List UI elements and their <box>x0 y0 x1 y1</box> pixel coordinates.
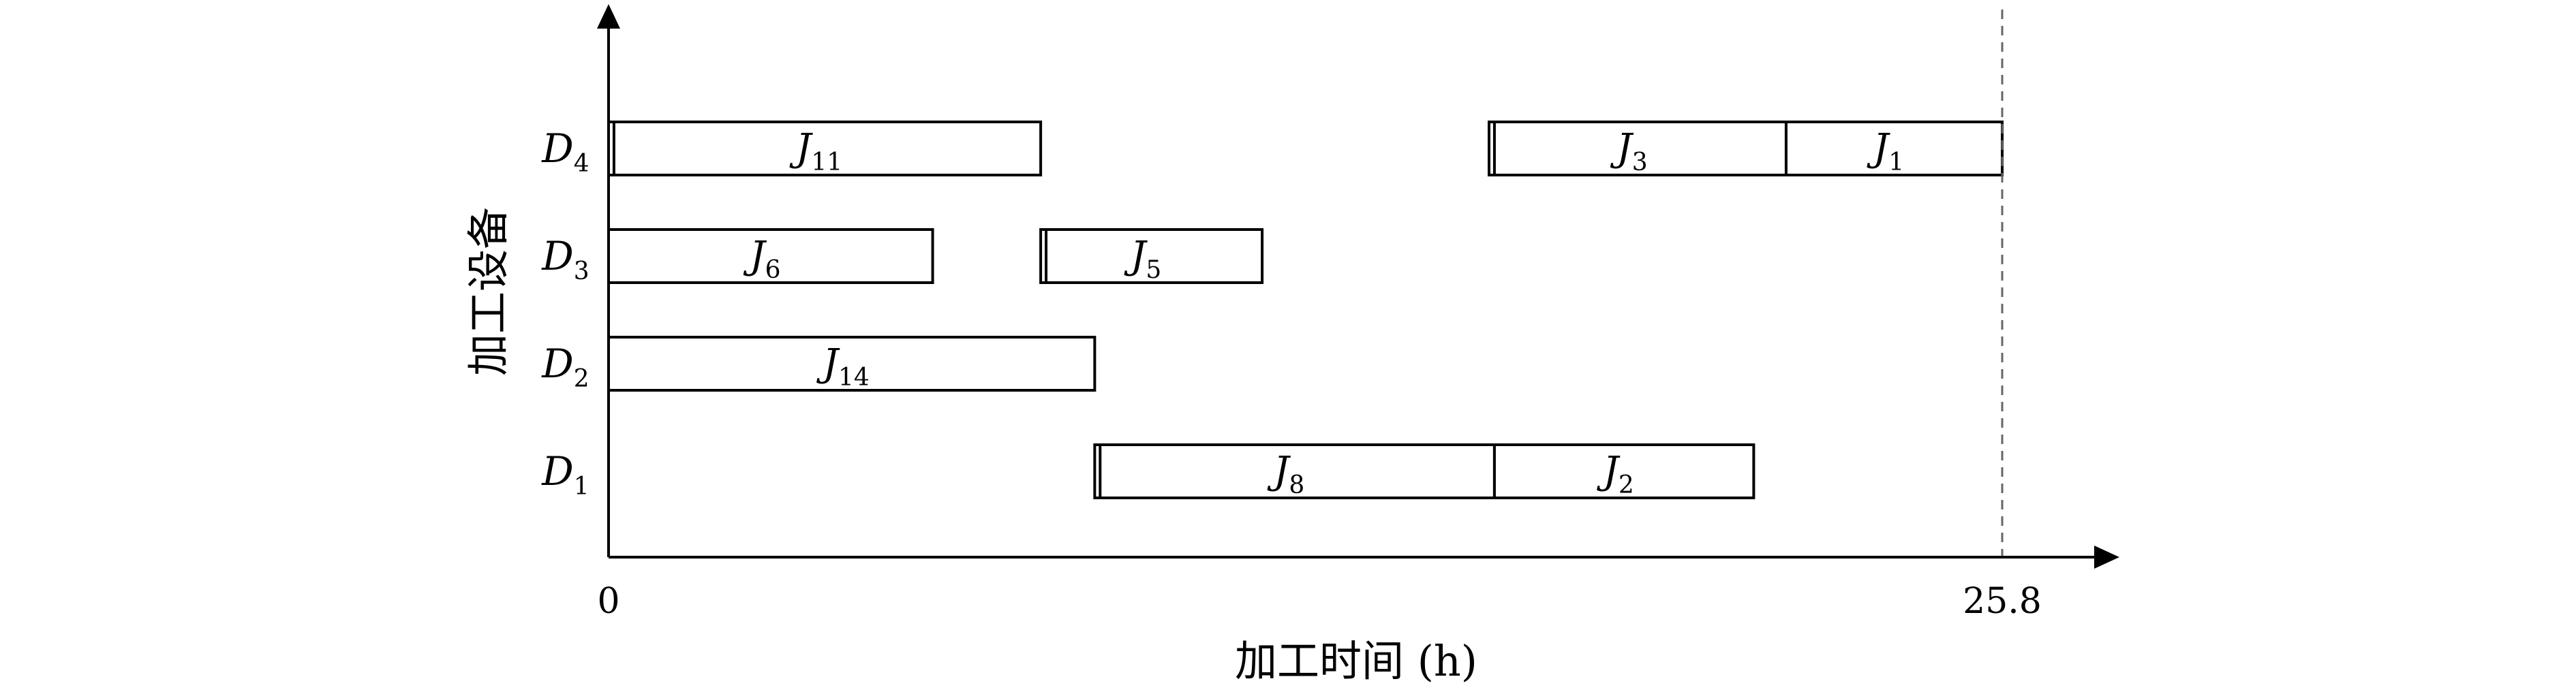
job-label-j5-subscript: 5 <box>1146 256 1161 284</box>
job-bar-j1 <box>1784 121 2004 176</box>
machine-label-d1-subscript: 1 <box>574 473 589 501</box>
bars-layer <box>607 121 2004 499</box>
machine-label-d4: D4 <box>541 125 589 178</box>
machine-label-d3-base: D <box>541 233 574 279</box>
job-bar-j3 <box>1487 121 1788 176</box>
x-axis-title: 加工时间 (h) <box>1235 636 1477 686</box>
job-label-j6-subscript: 6 <box>765 256 781 284</box>
machine-label-d2-subscript: 2 <box>574 365 589 393</box>
machine-label-d2: D2 <box>541 341 589 393</box>
job-label-j8-subscript: 8 <box>1289 471 1304 499</box>
x-axis-arrow <box>2094 546 2119 569</box>
job-label-j11-subscript: 11 <box>811 148 842 176</box>
machine-label-d1: D1 <box>541 448 589 501</box>
y-axis-title: 加工设备 <box>463 207 513 376</box>
machine-label-d4-subscript: 4 <box>574 150 589 178</box>
job-label-j3-subscript: 3 <box>1632 148 1648 176</box>
job-bar-j2 <box>1492 443 1755 499</box>
job-bar-j5 <box>1039 228 1264 284</box>
machine-label-d4-base: D <box>541 125 574 172</box>
job-label-j14-subscript: 14 <box>838 364 870 392</box>
job-bar-j14 <box>607 336 1097 392</box>
x-tick-label-makespan: 25.8 <box>1963 581 2042 622</box>
machine-label-d3-subscript: 3 <box>574 257 589 285</box>
machine-label-d3: D3 <box>541 233 589 285</box>
job-label-j2-subscript: 2 <box>1619 471 1634 499</box>
machine-label-d2-base: D <box>541 341 574 387</box>
machine-label-d1-base: D <box>541 448 574 494</box>
y-axis-arrow <box>597 4 620 29</box>
job-label-j1-subscript: 1 <box>1888 148 1904 176</box>
x-tick-label-start: 0 <box>597 581 619 622</box>
